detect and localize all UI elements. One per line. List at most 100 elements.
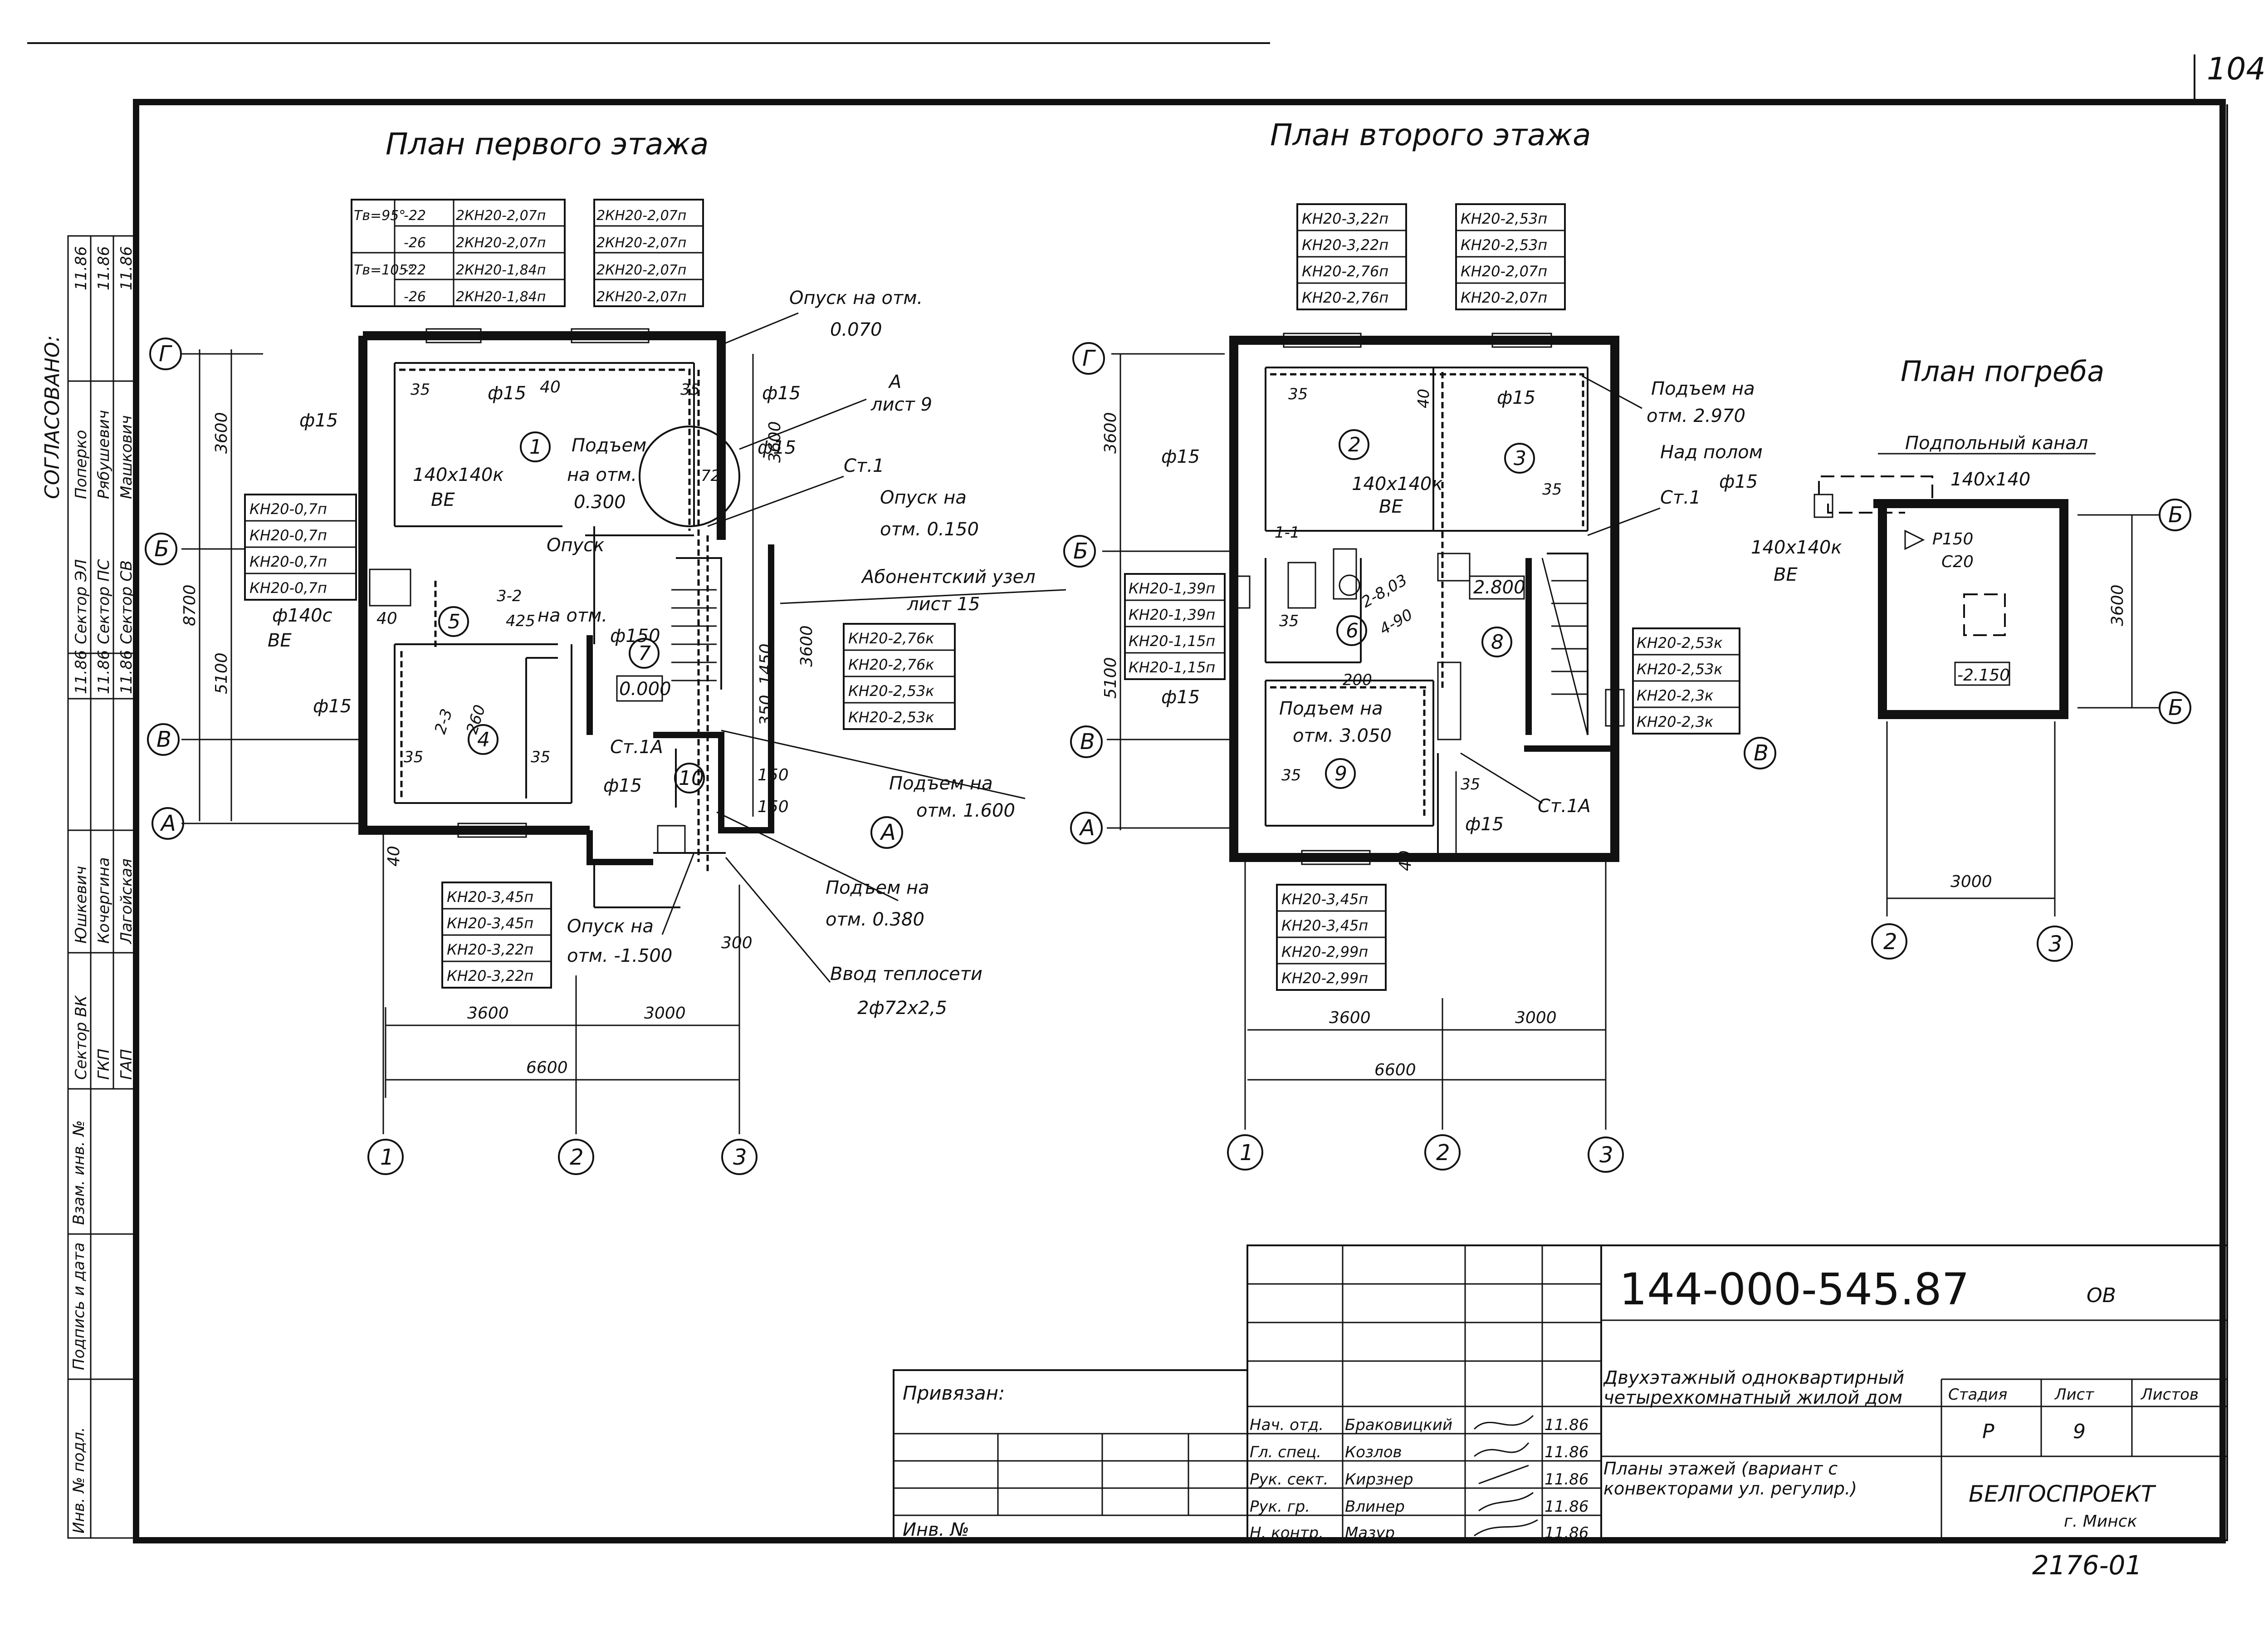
p1-dim-150a: 150 [758, 766, 789, 784]
p1-425: 425 [506, 612, 535, 630]
page-number: 104 [2207, 51, 2266, 87]
p2-nadpol: Над полом [1660, 442, 1763, 463]
plan2-table-left: КН20-1,39п КН20-1,39п КН20-1,15п КН20-1,… [1124, 573, 1226, 680]
t2b-r4: КН20-2,99п [1281, 970, 1368, 987]
p1-dim-300: 300 [721, 934, 753, 952]
t1r-r4: КН20-2,53к [848, 709, 934, 726]
p1-opusk2: Опуск на [880, 487, 967, 508]
p1-dim-1450: 1450 [757, 643, 775, 685]
p1-dim-40c: 40 [376, 609, 397, 628]
t1l-r2: КН20-0,7п [249, 527, 327, 544]
detail-a-circle [639, 426, 740, 527]
p2-axis-3: 3 [1599, 1142, 1613, 1168]
p1-d15a: ф15 [299, 410, 338, 431]
sheet-frame [133, 99, 2226, 1543]
tb-role-1: Нач. отд. [1250, 1416, 1324, 1434]
t2tl-r2: КН20-3,22п [1302, 236, 1388, 254]
stamp-row-2-name: Рябушевич [95, 410, 113, 499]
tb-date-4: 11.86 [1545, 1498, 1589, 1516]
p2-podjem2: Подъем на [1279, 698, 1383, 719]
stamp-row-5-dept: ГКП [95, 1048, 113, 1080]
p2-axis-b: Б [1073, 539, 1088, 564]
plan2-table-top-left: КН20-3,22п КН20-3,22п КН20-2,76п КН20-2,… [1296, 203, 1407, 310]
p1-d15c: ф15 [762, 383, 801, 404]
plan2-walls [1229, 333, 1625, 865]
p1-d140b: ВЕ [268, 630, 292, 651]
stamp-extra-3: Инв. № подл. [70, 1427, 88, 1533]
p3-level: -2.150 [1957, 666, 2010, 685]
p3-kanal2: 140х140 [1950, 469, 2030, 490]
p2-d15b: ф15 [1161, 446, 1200, 467]
stamp-row-4-name: Юшкевич [72, 866, 90, 944]
p3-vent2: ВЕ [1774, 564, 1798, 585]
p1-podjem2: Подъем на [889, 773, 993, 794]
p1-axis-a-right: А [880, 820, 896, 845]
t1-r3c3: 2КН20-1,84п [456, 262, 546, 278]
tb-stage: Р [1982, 1420, 1994, 1443]
p1-dim-350: 350 [757, 695, 775, 726]
signatures [1473, 1415, 1538, 1537]
tb-doc-suffix: ОВ [2087, 1284, 2116, 1307]
p2-dim-5100: 5100 [1101, 657, 1120, 699]
p1-72: 72 [701, 467, 720, 485]
p1-vent2: ВЕ [431, 490, 455, 510]
t2tr-r1: КН20-2,53п [1461, 210, 1547, 227]
p1-35b: 35 [680, 381, 700, 399]
stamp-extra-2: Подпись и дата [70, 1242, 88, 1370]
p1-opusk4: Опуск на [567, 916, 654, 937]
plan3-title: План погреба [1901, 355, 2104, 388]
p1-axis-g: Г [159, 341, 172, 367]
p1-3-2: 3-2 [497, 587, 522, 605]
tb-stage-h: Стадия [1948, 1386, 2007, 1404]
stamp-row-5-date: 11.86 [95, 650, 113, 694]
stamp-row-6-date: 11.86 [117, 650, 136, 694]
stamp-row-6-name: Лагойская [117, 858, 136, 945]
p1-d15-left: ф15 [313, 696, 352, 717]
tb-role-4: Рук. гр. [1250, 1498, 1310, 1516]
p1-dim-5100: 5100 [212, 652, 231, 694]
p1-podjem3: Подъем на [826, 877, 929, 898]
tb-date-5: 11.86 [1545, 1524, 1589, 1542]
plan1-pipes [399, 368, 740, 871]
p2-200: 200 [1343, 671, 1372, 689]
p3-c20: С20 [1941, 553, 1974, 571]
p2-4-90: 4-90 [1377, 606, 1416, 639]
tb-name-1: Браковицкий [1345, 1416, 1452, 1434]
p2-35a: 35 [1288, 385, 1308, 403]
t2l-r4: КН20-1,15п [1129, 659, 1215, 676]
p3-dim-3600: 3600 [2108, 584, 2127, 626]
t2tr-r3: КН20-2,07п [1461, 263, 1547, 280]
t2r-r3: КН20-2,3к [1637, 687, 1714, 704]
p1-vent: 140х140к [413, 465, 504, 485]
p2-dim-3000: 3000 [1515, 1009, 1557, 1027]
p1-axis-2: 2 [570, 1145, 584, 1170]
p2-dim-6600: 6600 [1374, 1061, 1416, 1079]
p1-dim-40b: 40 [540, 378, 561, 397]
p2-room-3: 3 [1514, 447, 1526, 470]
p2-axis-a: А [1079, 815, 1095, 841]
t1-r2c2: -26 [404, 235, 426, 251]
p2-35b: 35 [1542, 480, 1562, 499]
tb-role-2: Гл. спец. [1250, 1443, 1321, 1461]
p2-level: 2.800 [1473, 577, 1525, 598]
p2-room-6: 6 [1346, 619, 1359, 642]
p1-podjem1c: 0.300 [574, 492, 626, 513]
p1-room-4: 4 [477, 728, 490, 751]
p2-room-9: 9 [1334, 762, 1347, 785]
p1-dim-150b: 150 [758, 798, 789, 816]
t2b-r1: КН20-3,45п [1281, 891, 1368, 908]
tb-name-3: Кирзнер [1345, 1470, 1413, 1489]
p1-room-5: 5 [448, 610, 460, 633]
p1-d140: ф140с [272, 605, 332, 626]
t1-r1c3: 2КН20-2,07п [456, 208, 546, 224]
p3-axis-2: 2 [1883, 929, 1897, 955]
p1-axis-1: 1 [380, 1145, 394, 1170]
t1-r4c2: -26 [404, 289, 426, 305]
p3-axis-3: 3 [2048, 931, 2063, 957]
side-stamp: СОГЛАСОВАНО: Сектор ЭЛ Сектор ПС Сектор … [41, 235, 137, 1539]
t1r-r1: КН20-2,76к [848, 630, 934, 647]
tb-sheet-h: Лист [2054, 1386, 2094, 1404]
stamp-row-4-dept: Сектор ВК [72, 994, 90, 1080]
p2-room-2: 2 [1348, 433, 1361, 456]
